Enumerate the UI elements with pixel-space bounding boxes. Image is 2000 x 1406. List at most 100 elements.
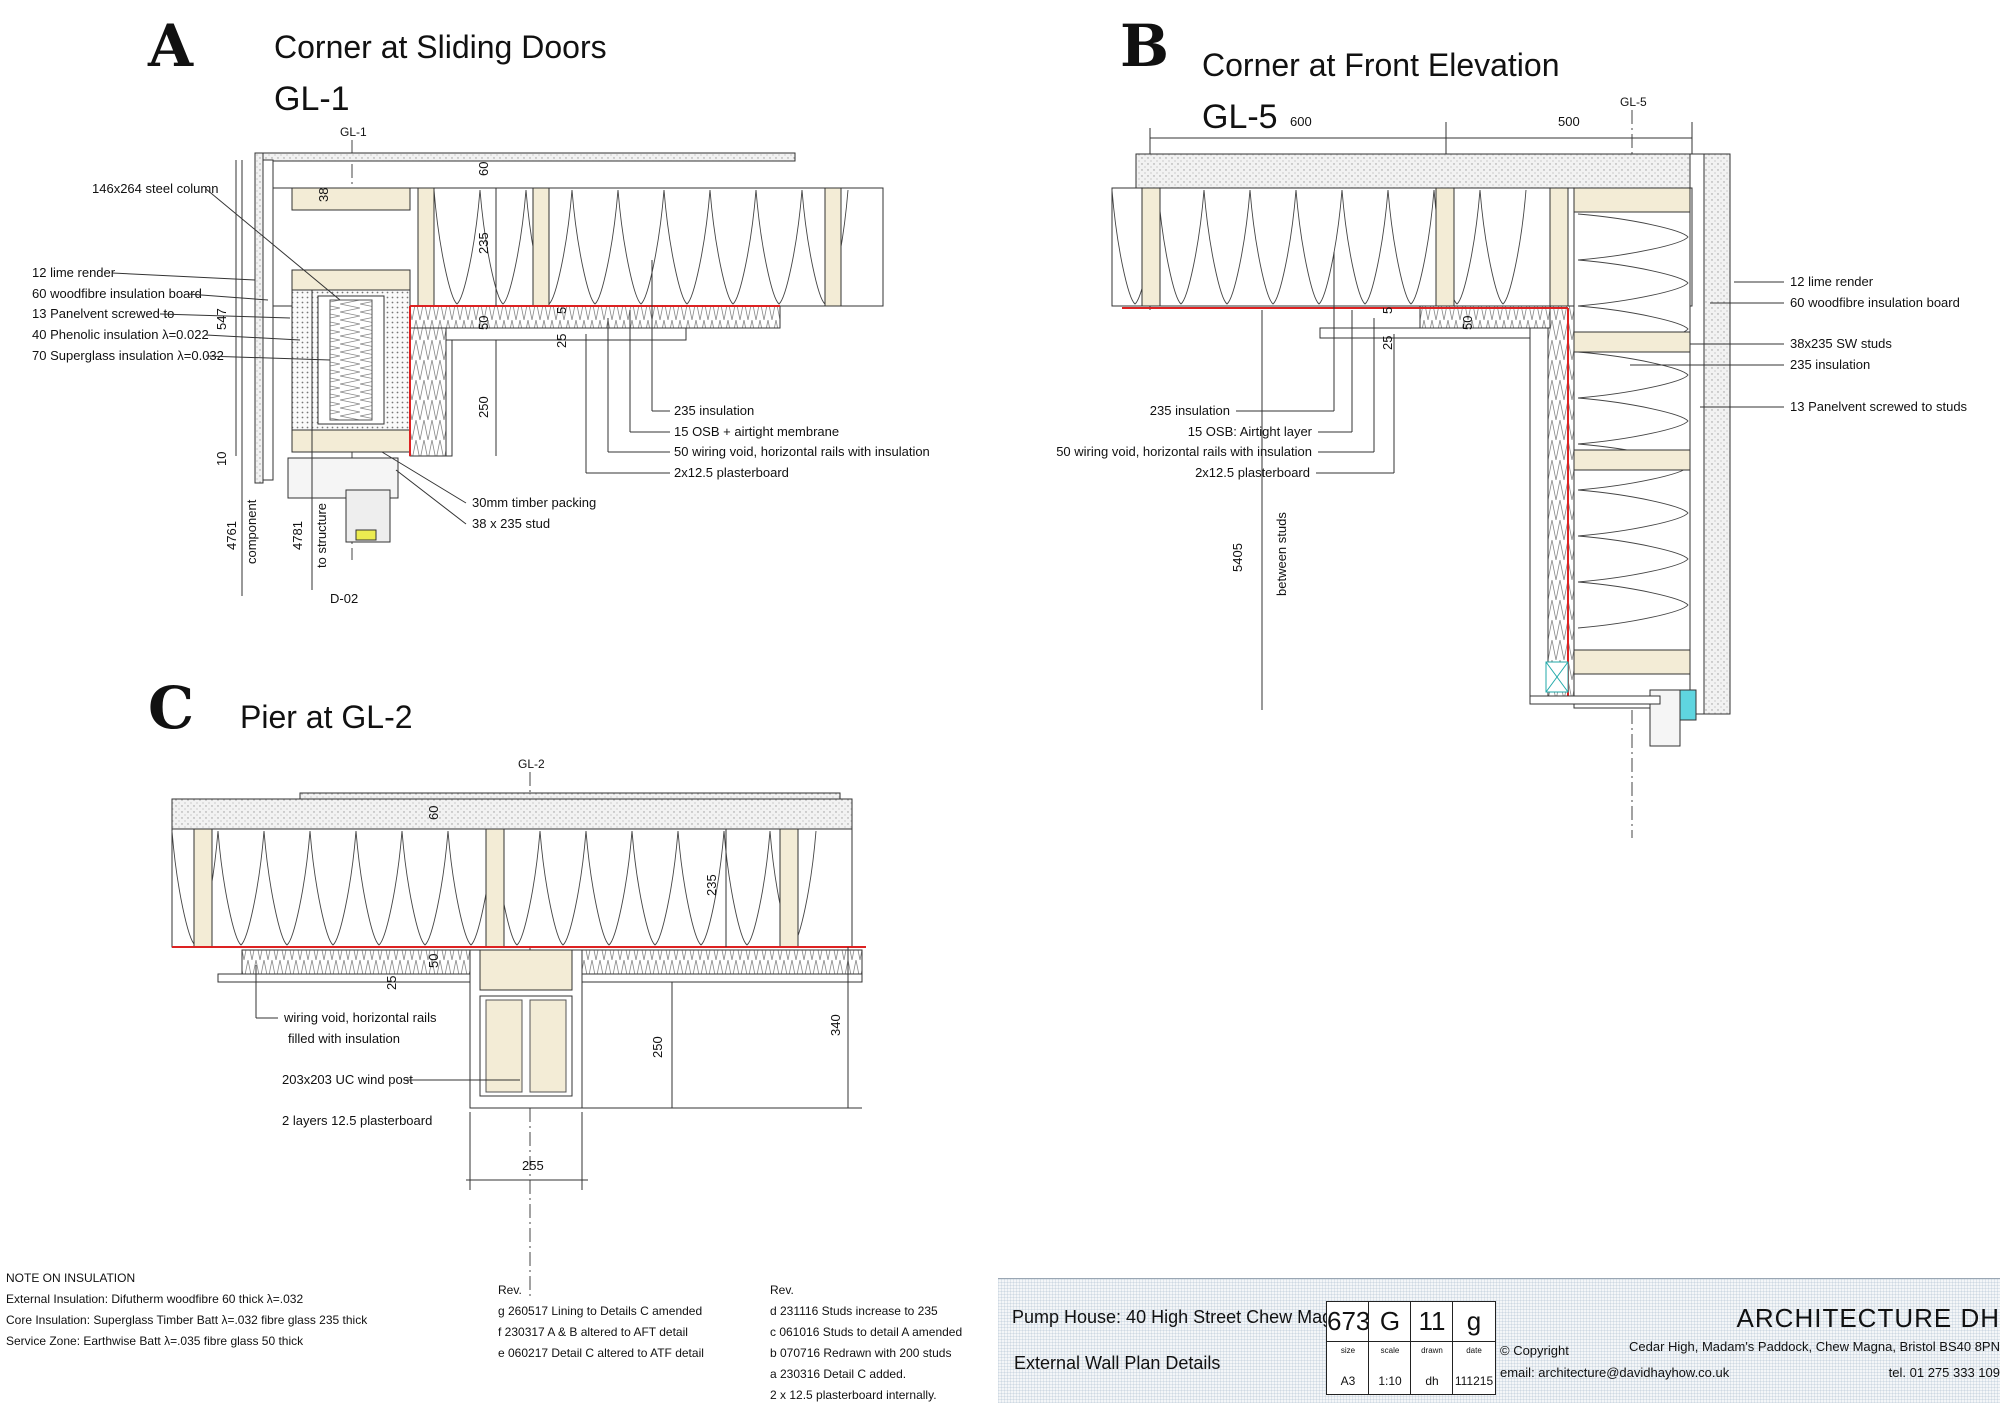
label-235-insulation-b: 235 insulation [1790, 357, 1870, 372]
dim-500: 500 [1558, 114, 1580, 129]
scale-value: 1:10 [1378, 1374, 1402, 1388]
scale-cell: scale 1:10 [1368, 1341, 1412, 1395]
detail-c: C Pier at GL-2 GL-2 wiring void, horizon… [148, 674, 866, 1300]
stud [1573, 187, 1691, 213]
firm-address: Cedar High, Madam's Paddock, Chew Magna,… [1629, 1339, 2000, 1354]
dim-38: 38 [316, 188, 331, 202]
label-plasterboard: 2x12.5 plasterboard [674, 465, 789, 480]
insulation-core [171, 828, 853, 948]
label-lime-render: 12 lime render [32, 265, 116, 280]
detail-b-gridline: GL-5 [1620, 95, 1647, 109]
stud [824, 187, 842, 307]
revision-item: c 061016 Studs to detail A amended [770, 1325, 963, 1339]
label-panelvent-b: 13 Panelvent screwed to studs [1790, 399, 1968, 414]
revisions-heading: Rev. [770, 1283, 794, 1297]
dim-25-b: 25 [1380, 336, 1395, 350]
revision-item: d 231116 Studs increase to 235 [770, 1304, 938, 1318]
stud [532, 187, 550, 307]
insulation-batt [617, 189, 665, 305]
label-plasterboard-c: 2 layers 12.5 plasterboard [282, 1113, 432, 1128]
dim-50: 50 [476, 316, 491, 330]
dim-5405: 5405 [1230, 543, 1245, 572]
date-cell: date 111215 [1452, 1341, 1496, 1395]
dim-5: 5 [554, 307, 569, 314]
label-superglass: 70 Superglass insulation λ=0.032 [32, 348, 224, 363]
sheet-number: 11 [1418, 1306, 1446, 1336]
detail-b: B Corner at Front Elevation GL-5 GL-5 60… [1056, 12, 1968, 838]
dim-10: 10 [214, 452, 229, 466]
label-235-insulation-bl: 235 insulation [1150, 403, 1230, 418]
notes-heading: NOTE ON INSULATION [6, 1271, 136, 1285]
dim-between-studs: between studs [1274, 512, 1289, 596]
insulation-batt [1577, 581, 1689, 629]
insulation-batt [1341, 189, 1389, 305]
dim-60-c: 60 [426, 806, 441, 820]
label-steel-column: 146x264 steel column [92, 181, 218, 196]
notes-line: Core Insulation: Superglass Timber Batt … [6, 1313, 368, 1327]
title-block: Pump House: 40 High Street Chew Magna Ex… [998, 1278, 2000, 1403]
detail-a-gridline: GL-1 [340, 125, 367, 139]
dim-50-b: 50 [1460, 316, 1475, 330]
dim-60: 60 [476, 162, 491, 176]
label-osb-b: 15 OSB: Airtight layer [1188, 424, 1313, 439]
label-wind-post: 203x203 UC wind post [282, 1072, 413, 1087]
insulation-batt [1249, 189, 1297, 305]
size-value: A3 [1340, 1374, 1356, 1388]
insulation-batt [1577, 535, 1689, 583]
firm-name: ARCHITECTURE DH [1736, 1303, 2000, 1333]
insulation-batt [309, 830, 357, 946]
label-wiring-void: 50 wiring void, horizontal rails with in… [674, 444, 930, 459]
stud [485, 828, 505, 948]
revision-item: g 260517 Lining to Details C amended [498, 1304, 703, 1318]
dim-250: 250 [476, 396, 491, 418]
insulation-batt [1577, 397, 1689, 445]
label-lime-render: 12 lime render [1790, 274, 1874, 289]
dim-4761: 4761 [224, 521, 239, 550]
dim-235: 235 [476, 232, 491, 254]
revisions-list-1: Rev. g 260517 Lining to Details C amende… [498, 1280, 704, 1364]
label-woodfibre: 60 woodfibre insulation board [32, 286, 202, 301]
stud [1573, 649, 1691, 675]
stud [291, 269, 411, 291]
insulation-batt [1203, 189, 1251, 305]
insulation-batt [663, 189, 711, 305]
render-layer-side [254, 152, 264, 484]
insulation-batt [263, 830, 311, 946]
dim-340: 340 [828, 1014, 843, 1036]
scale-label: scale [1380, 1346, 1400, 1355]
detail-b-title: Corner at Front Elevation [1202, 47, 1560, 83]
insulation-batt [1387, 189, 1435, 305]
insulation-notes: NOTE ON INSULATION External Insulation: … [6, 1268, 367, 1352]
job-number: 673 [1327, 1306, 1371, 1336]
revision-item: b 070716 Redrawn with 200 studs [770, 1346, 952, 1360]
revision-item: 2 x 12.5 plasterboard internally. [770, 1388, 937, 1402]
label-timber-packing: 30mm timber packing [472, 495, 596, 510]
revisions-heading: Rev. [498, 1283, 522, 1297]
email-link[interactable]: email: architecture@davidhayhow.co.uk [1500, 1365, 1730, 1380]
detail-c-title: Pier at GL-2 [240, 699, 413, 735]
insulation-batt [1157, 189, 1205, 305]
revision-item: a 230316 Detail C added. [770, 1367, 907, 1381]
dim-250-c: 250 [650, 1036, 665, 1058]
label-stud: 38 x 235 stud [472, 516, 550, 531]
date-value: 111215 [1454, 1374, 1494, 1388]
stud [291, 187, 411, 211]
dim-547: 547 [214, 308, 229, 330]
dim-235-c: 235 [704, 874, 719, 896]
stud [193, 828, 213, 948]
size-label: size [1340, 1346, 1356, 1355]
drawn-value: dh [1425, 1374, 1439, 1388]
insulation-batt [1295, 189, 1343, 305]
label-woodfibre: 60 woodfibre insulation board [1790, 295, 1960, 310]
label-235-insulation: 235 insulation [674, 403, 754, 418]
insulation-batt [723, 830, 771, 946]
render-layer [254, 152, 796, 162]
drawn-cell: drawn dh [1410, 1341, 1454, 1395]
dim-component: component [244, 499, 259, 564]
label-phenolic: 40 Phenolic insulation λ=0.022 [32, 327, 209, 342]
insulation-batt [631, 830, 679, 946]
dim-5-b: 5 [1380, 307, 1395, 314]
detail-b-letter: B [1120, 12, 1169, 80]
detail-a: A Corner at Sliding Doors GL-1 GL-1 [32, 12, 930, 606]
